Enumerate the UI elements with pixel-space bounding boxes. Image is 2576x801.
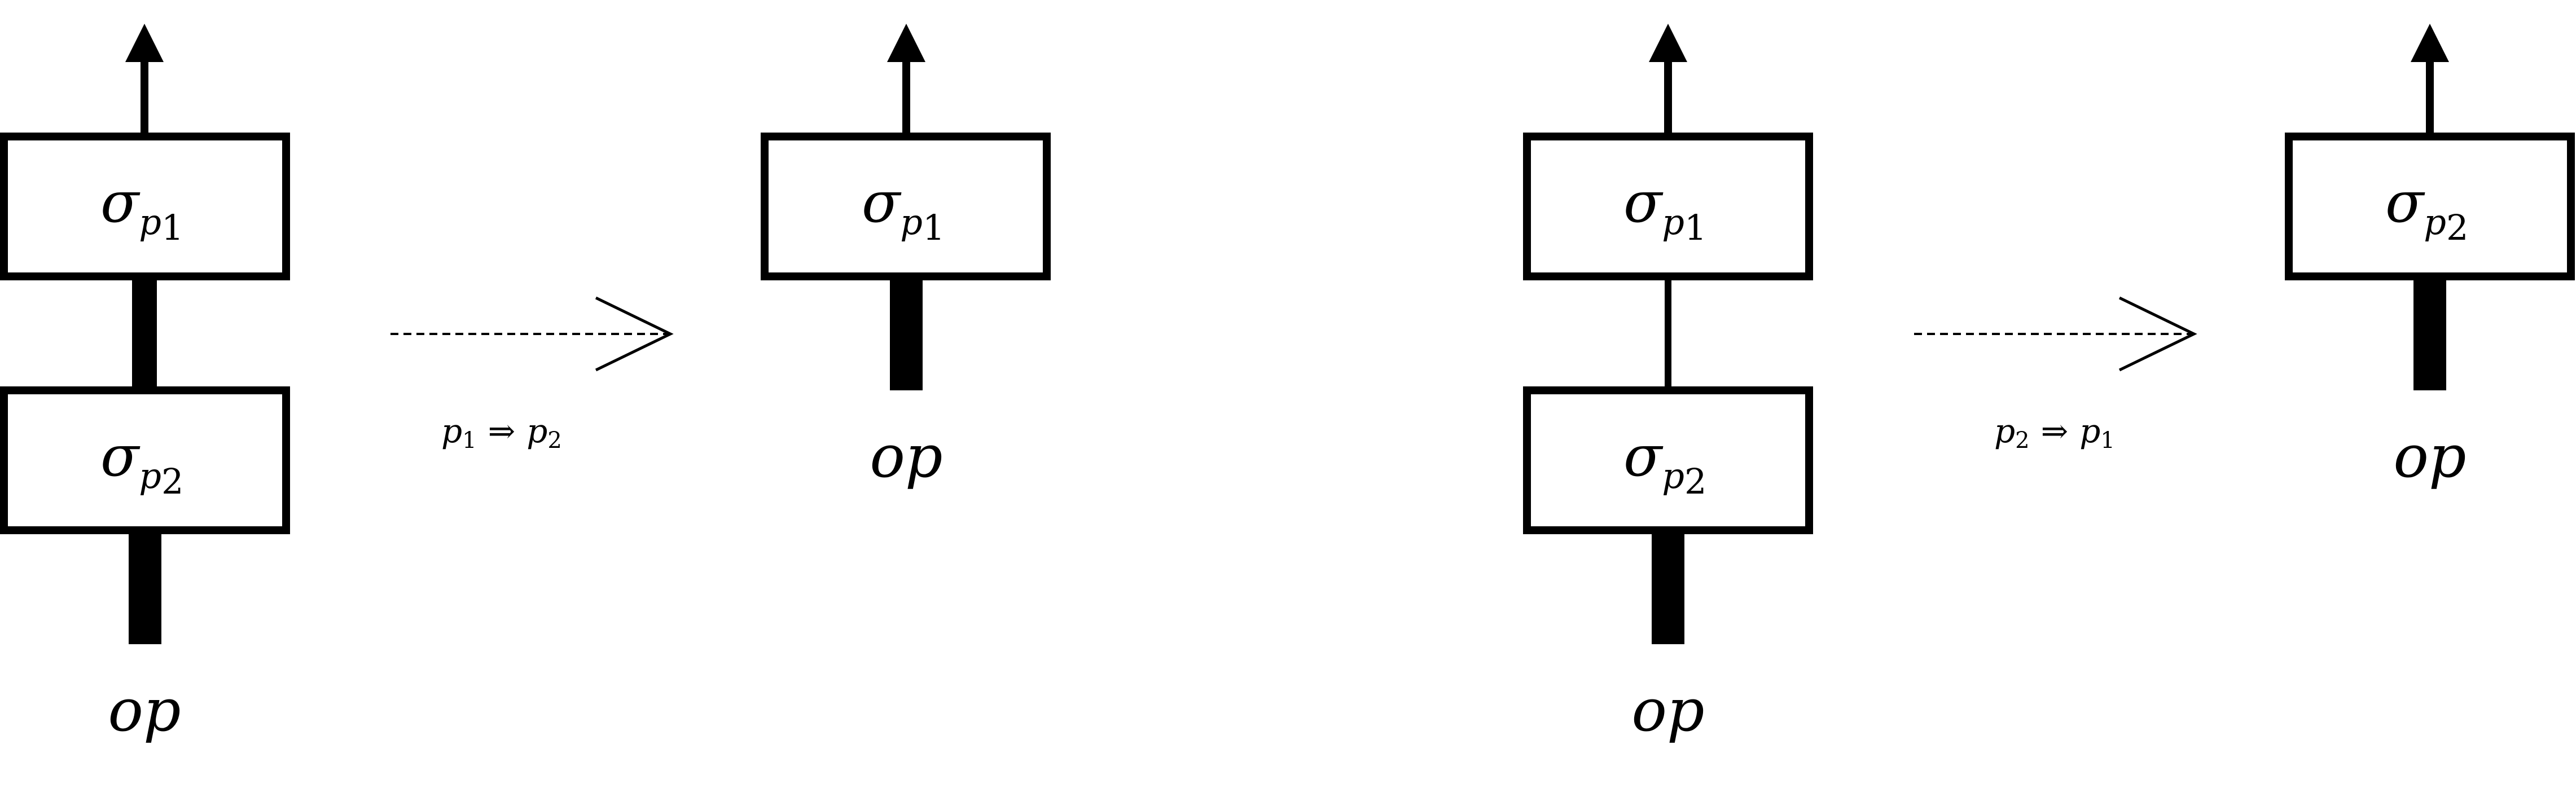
panel-a-after: σp1 op	[761, 24, 1051, 491]
thick-link	[132, 280, 157, 389]
open-arrow-head-icon	[595, 296, 674, 372]
input-bar	[1652, 534, 1684, 644]
bottom-select-label: σp2	[100, 423, 183, 502]
panel-b-before: σp1 σp2 op	[1523, 24, 1813, 745]
top-select-label: σp1	[1623, 169, 1706, 248]
rewrite-rule-label: p1⇒p2	[441, 412, 562, 454]
select-box	[761, 133, 1051, 280]
input-label: op	[870, 422, 942, 491]
rewrite-rule-label: p2⇒p1	[1994, 412, 2115, 454]
bottom-select-label: σp2	[1623, 423, 1706, 502]
select-box	[2285, 133, 2575, 280]
panel-a-before: σp1 σp2 op	[0, 24, 290, 745]
panel-a-rewrite-arrow: p1⇒p2	[390, 296, 674, 454]
top-select-label: σp1	[100, 169, 183, 248]
panel-b-after: σp2 op	[2285, 24, 2575, 491]
input-bar	[129, 534, 161, 644]
select-label: σp2	[2385, 169, 2468, 248]
output-arrow-head-icon	[887, 24, 925, 62]
output-arrow-head-icon	[125, 24, 164, 62]
output-arrow-head-icon	[1649, 24, 1687, 62]
open-arrow-head-icon	[2118, 296, 2197, 372]
input-label: op	[1631, 676, 1704, 745]
output-arrow-head-icon	[2411, 24, 2449, 62]
bottom-select-box	[0, 386, 290, 534]
input-bar	[2413, 280, 2446, 390]
top-select-box	[1523, 133, 1813, 280]
panel-b-rewrite-arrow: p2⇒p1	[1914, 296, 2197, 454]
input-label: op	[2393, 422, 2466, 491]
input-bar	[890, 280, 923, 390]
input-label: op	[108, 676, 181, 745]
top-select-box	[0, 133, 290, 280]
bottom-select-box	[1523, 386, 1813, 534]
select-label: σp1	[862, 169, 945, 248]
